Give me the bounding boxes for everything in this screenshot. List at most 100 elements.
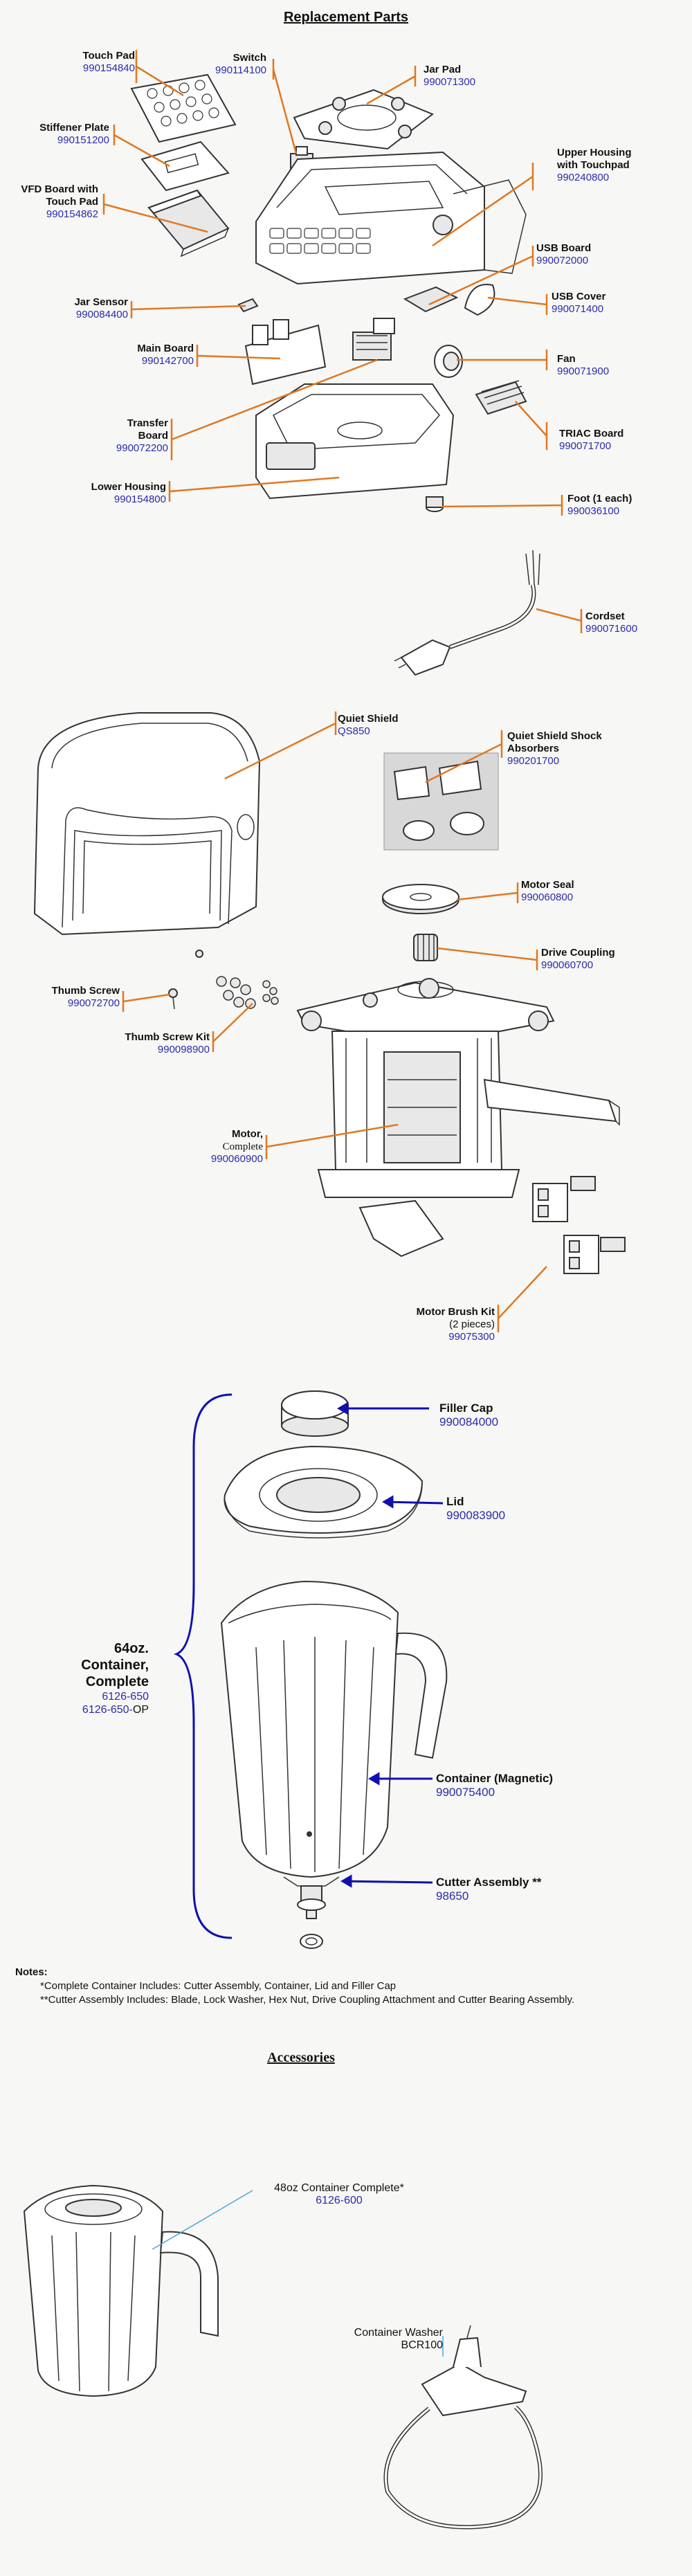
foot-label: Foot (1 each) 990036100 [567,493,678,518]
vfd-board-name1: VFD Board with [21,183,98,195]
jar-sensor-part [237,298,259,313]
foot-name: Foot (1 each) [567,493,632,505]
container-magnetic-name: Container (Magnetic) [436,1772,554,1785]
motor-brush-kit-name: Motor Brush Kit [416,1306,495,1318]
main-board-label: Main Board 990142700 [93,343,194,368]
quiet-shield-label: Quiet Shield QS850 [338,713,448,738]
triac-board-pn: 990071700 [559,440,612,452]
container-washer-pn: BCR100 [401,2339,443,2351]
jar-pad-part [293,89,434,150]
motor-name1: Motor, [232,1128,263,1140]
thumb-screw-name: Thumb Screw [51,985,120,997]
cordset-label: Cordset 990071600 [585,610,682,635]
stiffener-plate-pn: 990151200 [57,134,109,146]
motor-seal-label: Motor Seal 990060800 [521,879,632,904]
transfer-board-name2: Board [138,430,168,442]
motor-label: Motor, Complete 990060900 [173,1128,263,1165]
quiet-shield-part [33,712,261,958]
page-title: Replacement Parts [283,10,409,25]
touch-pad-label: Touch Pad 990154840 [38,50,135,75]
main-board-pn: 990142700 [141,355,194,367]
leader-lines-top [102,50,583,633]
usb-cover-label: USB Cover 990071400 [552,291,662,316]
drive-coupling-pn: 990060700 [541,959,594,971]
cordset-pn: 990071600 [585,623,638,635]
cutter-assembly-label: Cutter Assembly ** 98650 [436,1876,574,1903]
vfd-board-label: VFD Board with Touch Pad 990154862 [0,183,98,221]
motor-seal-part [382,884,459,914]
usb-cover-part [464,284,495,316]
quiet-shield-name: Quiet Shield [338,713,399,725]
lower-housing-part [255,383,455,500]
touch-pad-part [130,73,237,143]
switch-label: Switch 990114100 [176,52,266,77]
container-complete-pn2: 6126-650- [82,1704,133,1716]
thumb-screw-label: Thumb Screw 990072700 [14,985,120,1010]
container-complete-label: 64oz. Container, Complete 6126-650 6126-… [42,1640,149,1716]
motor-brush-kit-sub: (2 pieces) [449,1318,495,1330]
transfer-board-label: Transfer Board 990072200 [69,417,168,455]
container-48oz-part [23,2184,219,2397]
leader-lines-middle [122,711,547,1332]
transfer-board-part [352,318,395,361]
jar-sensor-pn: 990084400 [75,309,128,320]
shock-absorbers-part [383,752,499,851]
cutter-assembly-pn: 98650 [436,1889,469,1903]
usb-board-part [403,286,459,313]
triac-board-name: TRIAC Board [559,428,624,439]
accessories-title: Accessories [267,2050,335,2065]
jar-pad-name: Jar Pad [424,64,462,75]
drive-coupling-label: Drive Coupling 990060700 [541,947,659,972]
container-48oz-name: 48oz Container Complete* [274,2182,404,2194]
motor-seal-name: Motor Seal [521,879,574,891]
main-board-name: Main Board [137,343,194,354]
stiffener-plate-label: Stiffener Plate 990151200 [0,122,109,147]
jar-pad-label: Jar Pad 990071300 [424,64,534,89]
foot-pn: 990036100 [567,505,620,517]
shock-absorbers-label: Quiet Shield Shock Absorbers 990201700 [507,730,646,768]
thumb-screw-kit-part [216,976,279,1009]
container-magnetic-label: Container (Magnetic) 990075400 [436,1772,595,1799]
stiffener-plate-name: Stiffener Plate [39,122,109,134]
container-complete-pn2-line: 6126-650-OP [42,1703,149,1716]
fan-name: Fan [557,353,576,365]
notes-section: Notes: *Complete Container Includes: Cut… [15,1966,599,2007]
cordset-name: Cordset [585,610,625,622]
lid-label: Lid 990083900 [446,1495,564,1523]
stiffener-plate-part [140,140,230,192]
motor-name2: Complete [222,1141,263,1152]
thumb-screw-kit-pn: 990098900 [157,1044,210,1055]
shock-absorbers-name1: Quiet Shield Shock [507,730,602,742]
transfer-board-pn: 990072200 [116,442,168,454]
usb-board-label: USB Board 990072000 [536,242,647,267]
container-48oz-pn: 6126-600 [316,2195,363,2206]
shock-absorbers-name2: Absorbers [507,743,560,754]
fan-label: Fan 990071900 [557,353,654,378]
lower-housing-label: Lower Housing 990154800 [42,481,166,506]
fan-part [434,345,463,378]
drive-coupling-part [413,934,438,961]
lid-pn: 990083900 [446,1509,506,1522]
container-complete-pn1: 6126-650 [102,1691,149,1703]
thumb-screw-pn: 990072700 [67,997,120,1009]
container-magnetic-part [220,1580,448,1878]
motor-brush-kit-part [532,1176,626,1274]
thumb-screw-part [168,988,178,1010]
touch-pad-name: Touch Pad [82,50,135,62]
filler-cap-part [281,1390,349,1437]
cordset-part [394,550,540,676]
container-washer-label: Container Washer BCR100 [339,2327,443,2352]
switch-name: Switch [233,52,266,64]
container-magnetic-pn: 990075400 [436,1786,495,1799]
thumb-screw-kit-label: Thumb Screw Kit 990098900 [83,1031,210,1056]
lid-part [224,1445,424,1539]
container-complete-name1: 64oz. [113,1641,149,1656]
foot-part [426,496,444,512]
lower-housing-pn: 990154800 [113,493,166,505]
motor-part [296,978,620,1258]
cutter-assembly-name: Cutter Assembly ** [436,1876,542,1889]
note-cutter-assembly: **Cutter Assembly Includes: Blade, Lock … [40,1994,575,2006]
drive-coupling-name: Drive Coupling [541,947,615,959]
filler-cap-pn: 990084000 [439,1415,499,1428]
